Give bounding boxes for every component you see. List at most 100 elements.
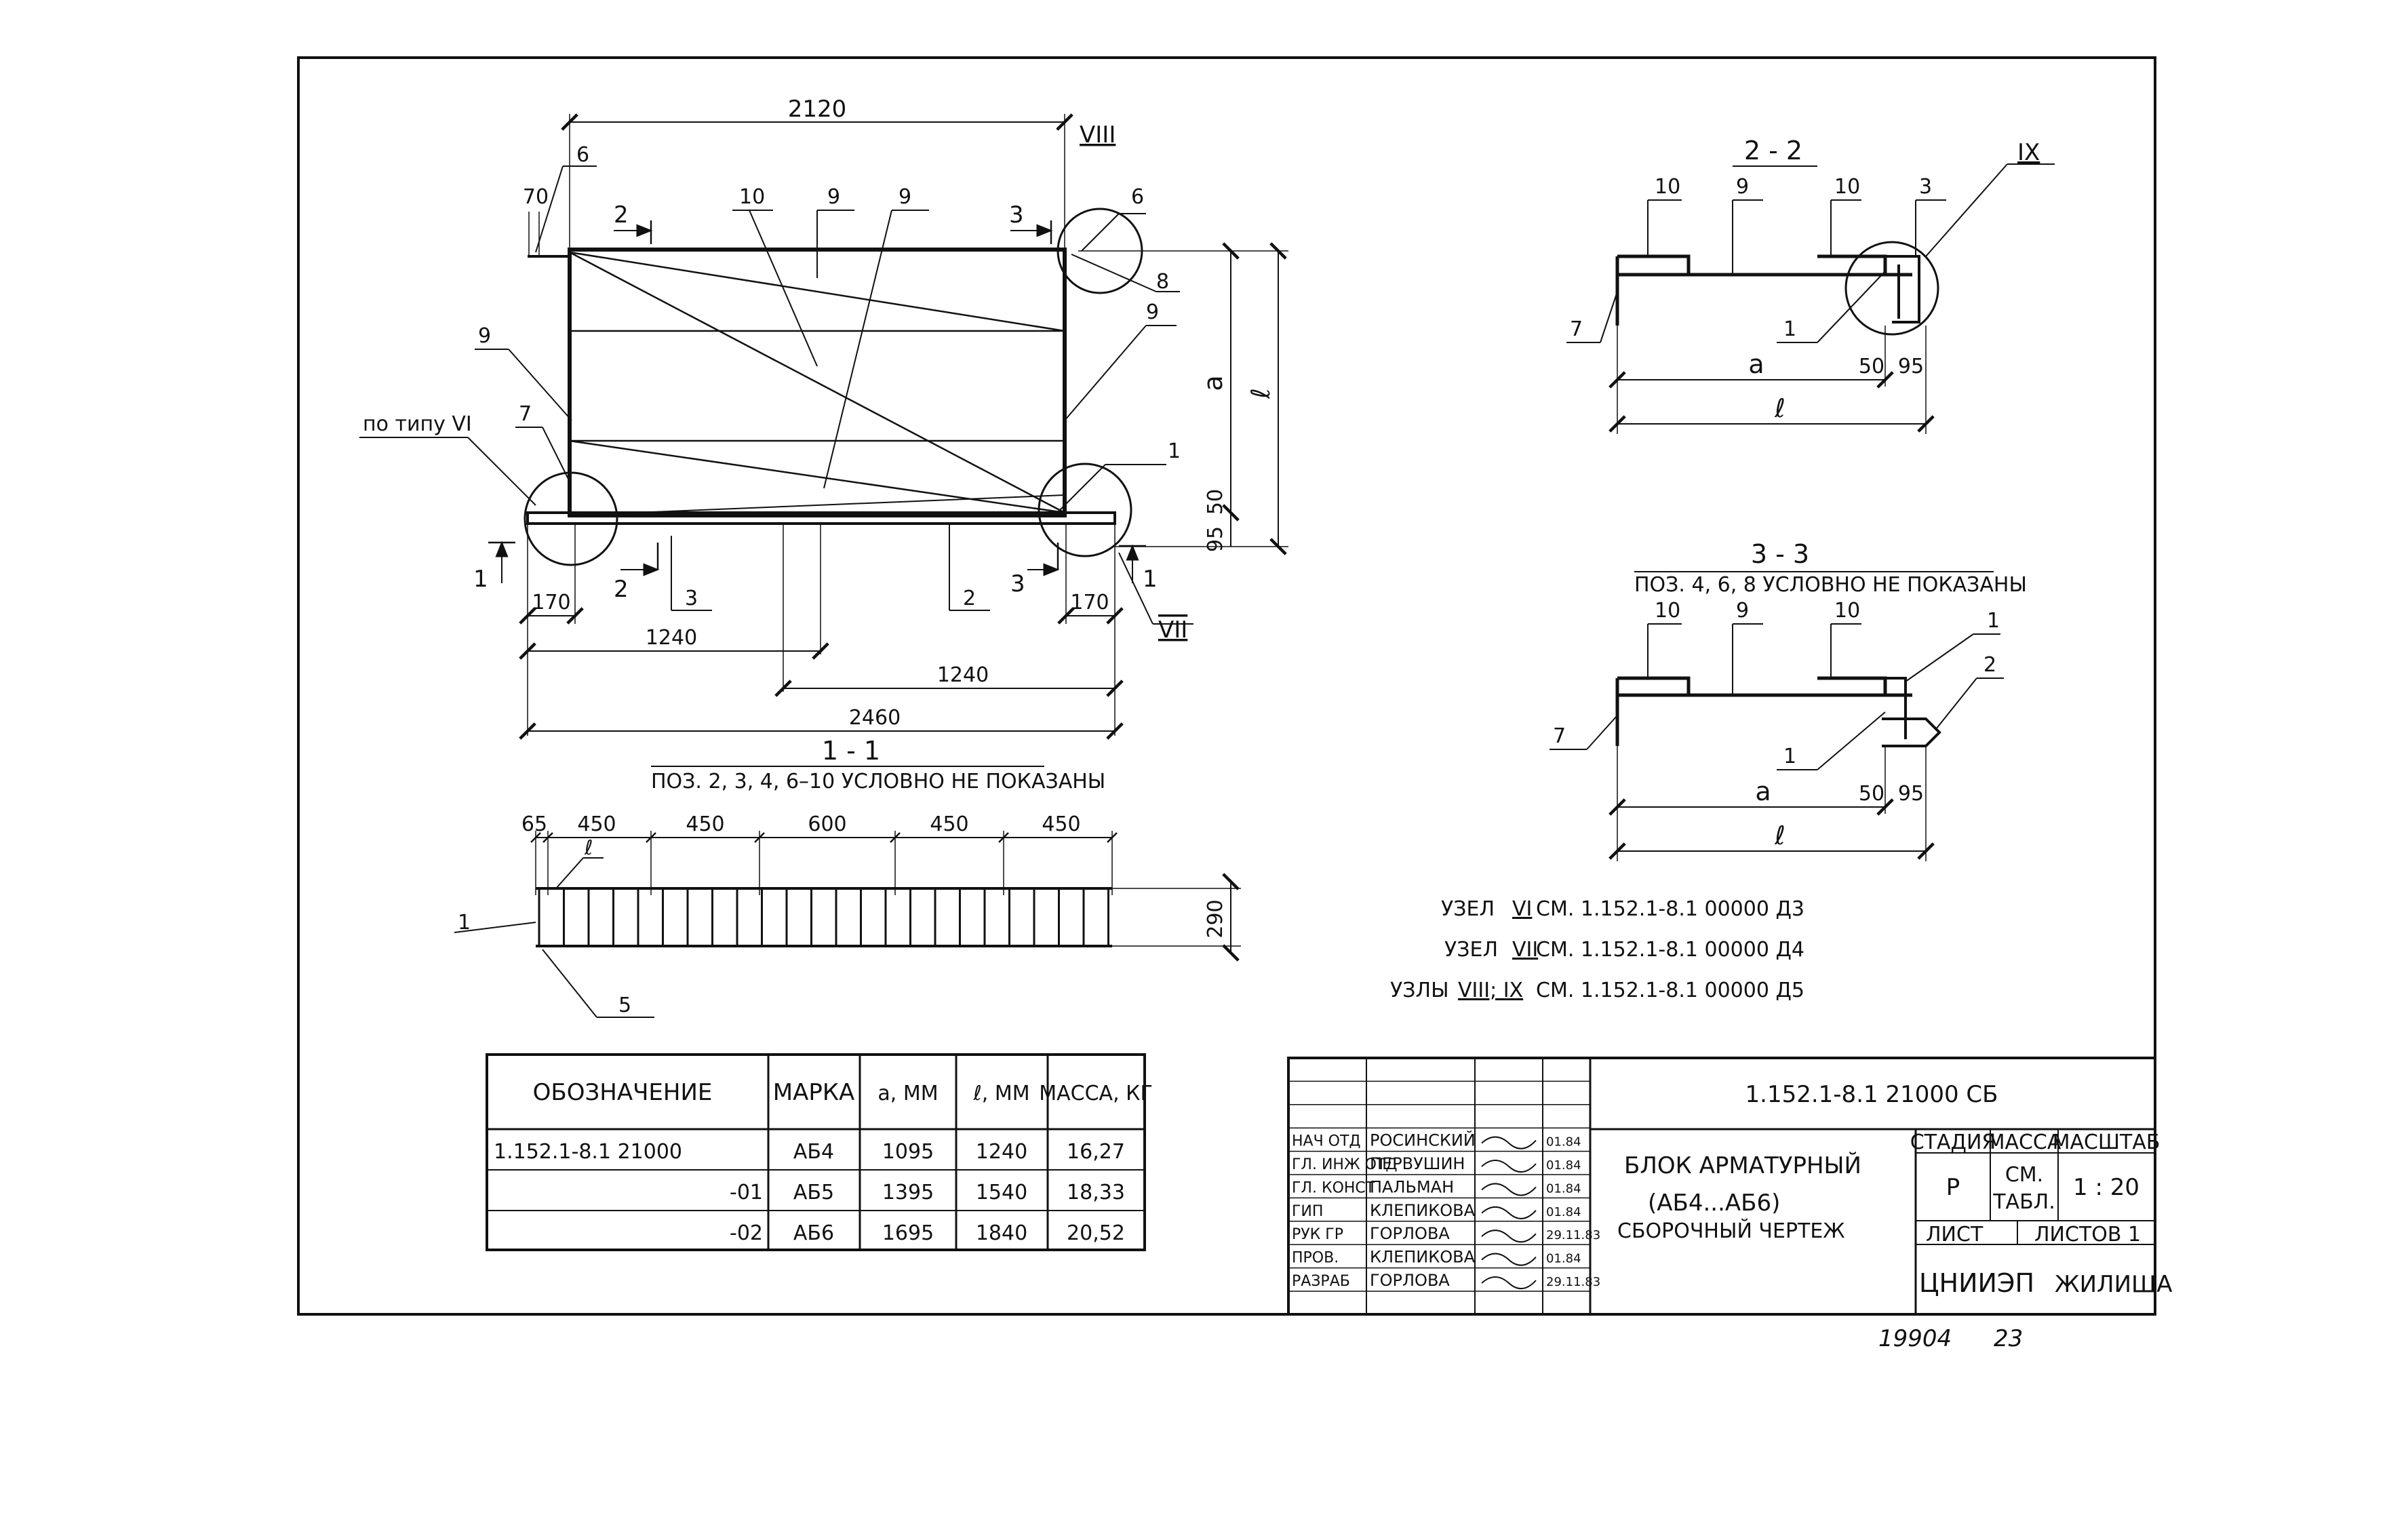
diagonal-1 [569, 251, 1065, 332]
leader [542, 949, 597, 1018]
spec-cell: АБ6 [793, 1221, 834, 1245]
leader-6 [542, 427, 570, 482]
section-3-3-end-channel [1878, 677, 1941, 747]
node-ref-2-mark: VII [1512, 938, 1538, 962]
dim-chain-tick [998, 832, 1009, 843]
sig-name: ГОРЛОВА [1370, 1271, 1450, 1290]
spec-cell: -01 [730, 1181, 763, 1204]
section-2-2-title: 2 - 2 [1744, 136, 1802, 165]
dim-450-c: 450 [930, 812, 968, 836]
dim-50: 50 [1204, 489, 1227, 515]
signature-scribble [1481, 1253, 1537, 1266]
signature-scribble [1481, 1276, 1537, 1289]
section-3-3-dim-l: ℓ [1774, 821, 1785, 850]
section-3-3-callout-1a: 1 [1987, 609, 2000, 633]
sig-name: РОСИНСКИЙ [1370, 1131, 1476, 1150]
spec-cell: -02 [730, 1221, 763, 1245]
dim-170-right: 170 [1070, 591, 1109, 614]
section-mark-3-top: 3 [1009, 201, 1024, 229]
sig-role: РАЗРАБ [1292, 1273, 1350, 1290]
plan-view: 2120 70 a ℓ 50 95 170 170 1240 1240 2460 [359, 96, 1288, 740]
sig-role: ПРОВ. [1292, 1250, 1339, 1267]
dim-65: 65 [521, 812, 547, 836]
diagonal-4 [569, 494, 1065, 516]
sig-date: 01.84 [1546, 1135, 1581, 1150]
callout-7: 8 [1156, 270, 1169, 294]
dim-chain-tick [754, 832, 765, 843]
sig-name: КЛЕПИКОВА [1370, 1201, 1476, 1220]
callout-8-left: 9 [478, 324, 491, 348]
dim-450-b: 450 [686, 812, 724, 836]
section-3-3-plate [1615, 676, 1912, 746]
section-1-1-title: 1 - 1 [822, 736, 880, 766]
title-block-border [1287, 1057, 2156, 1316]
spec-header-l: ℓ, ММ [972, 1082, 1029, 1105]
dim-chain-tick [646, 832, 656, 843]
section-2-2-end-channel [1878, 255, 1920, 323]
leader [1586, 715, 1618, 750]
dim-chain-ticks [530, 831, 1118, 895]
leader [555, 857, 584, 889]
signature-scribble [1481, 1160, 1537, 1173]
section-3-3-callout-10b: 10 [1834, 599, 1860, 623]
sheet-label: ЛИСТ [1926, 1223, 1983, 1246]
section-2-2-node-ix: IX [2017, 139, 2040, 166]
node-ref-3-label: УЗЛЫ [1390, 979, 1449, 1002]
node-mark-vii: VII [1158, 616, 1187, 644]
leader [1817, 271, 1886, 343]
mass-value-1: СМ. [2005, 1163, 2043, 1187]
node-references: УЗЕЛ VI СМ. 1.152.1-8.1 00000 Д3 УЗЕЛ VI… [1390, 897, 1804, 1002]
sheet-frame [297, 56, 2156, 1316]
dim-2460: 2460 [849, 706, 901, 730]
spec-cell: 1695 [882, 1221, 934, 1245]
sig-date: 01.84 [1546, 1181, 1581, 1196]
callout-3: 3 [685, 587, 698, 610]
sig-role: ГИП [1292, 1203, 1323, 1220]
callout-6: 7 [519, 402, 532, 426]
sheets-label: ЛИСТОВ 1 [2034, 1223, 2141, 1246]
dim-chain-tick [530, 832, 541, 843]
section-1-1-note: ПОЗ. 2, 3, 4, 6–10 УСЛОВНО НЕ ПОКАЗАНЫ [651, 770, 1105, 793]
callout-2: 2 [963, 587, 976, 610]
leader-vii [1118, 552, 1153, 625]
scale-label: МАСШТАБ [2053, 1131, 2160, 1154]
diagonal-2 [569, 251, 1065, 514]
callout-1: 1 [1168, 439, 1181, 463]
section-mark-1-left: 1 [473, 566, 488, 593]
mass-value-2: ТАБЛ. [1992, 1190, 2055, 1214]
section-2-2-callout-10b: 10 [1834, 175, 1860, 199]
leader-10b [823, 210, 892, 489]
section-2-2-callout-3: 3 [1919, 175, 1932, 199]
scale-value: 1 : 20 [2073, 1174, 2139, 1201]
callout-10a: 9 [827, 185, 840, 209]
inventory-number: 19904 [1878, 1325, 1952, 1352]
dim-170-left: 170 [532, 591, 570, 614]
section-mark-2-top: 2 [614, 201, 629, 229]
leader [454, 922, 536, 933]
spec-header-a: a, ММ [877, 1082, 938, 1105]
leader-8-right [1064, 325, 1147, 421]
section-mark-1-right: 1 [1143, 566, 1158, 593]
page-number: 23 [1994, 1325, 2023, 1352]
node-circle-ix [1844, 241, 1939, 336]
title-subtitle: СБОРОЧНЫЙ ЧЕРТЕЖ [1617, 1219, 1845, 1243]
spec-header-mass: МАССА, КГ [1039, 1082, 1153, 1105]
diagonal-3 [569, 439, 1065, 514]
dim-290: 290 [1204, 899, 1227, 938]
node-circle-vi [524, 471, 618, 566]
spec-cell: 1.152.1-8.1 21000 [494, 1140, 682, 1164]
spec-cell: АБ4 [793, 1140, 834, 1164]
sig-role: ГЛ. КОНСТ [1292, 1179, 1375, 1196]
spec-table-border [486, 1053, 1146, 1251]
spec-cell: 1540 [976, 1181, 1027, 1204]
section-3-3: 3 - 3 ПОЗ. 4, 6, 8 УСЛОВНО НЕ ПОКАЗАНЫ a… [1550, 539, 2027, 861]
section-1-1-callout-1: 1 [458, 911, 471, 935]
dim-1240-right: 1240 [937, 663, 989, 687]
section-2-2-callout-10a: 10 [1655, 175, 1680, 199]
section-3-3-callout-10a: 10 [1655, 599, 1680, 623]
stirrups [538, 888, 1109, 946]
section-1-1: 1 - 1 ПОЗ. 2, 3, 4, 6–10 УСЛОВНО НЕ ПОКА… [454, 736, 1241, 1018]
